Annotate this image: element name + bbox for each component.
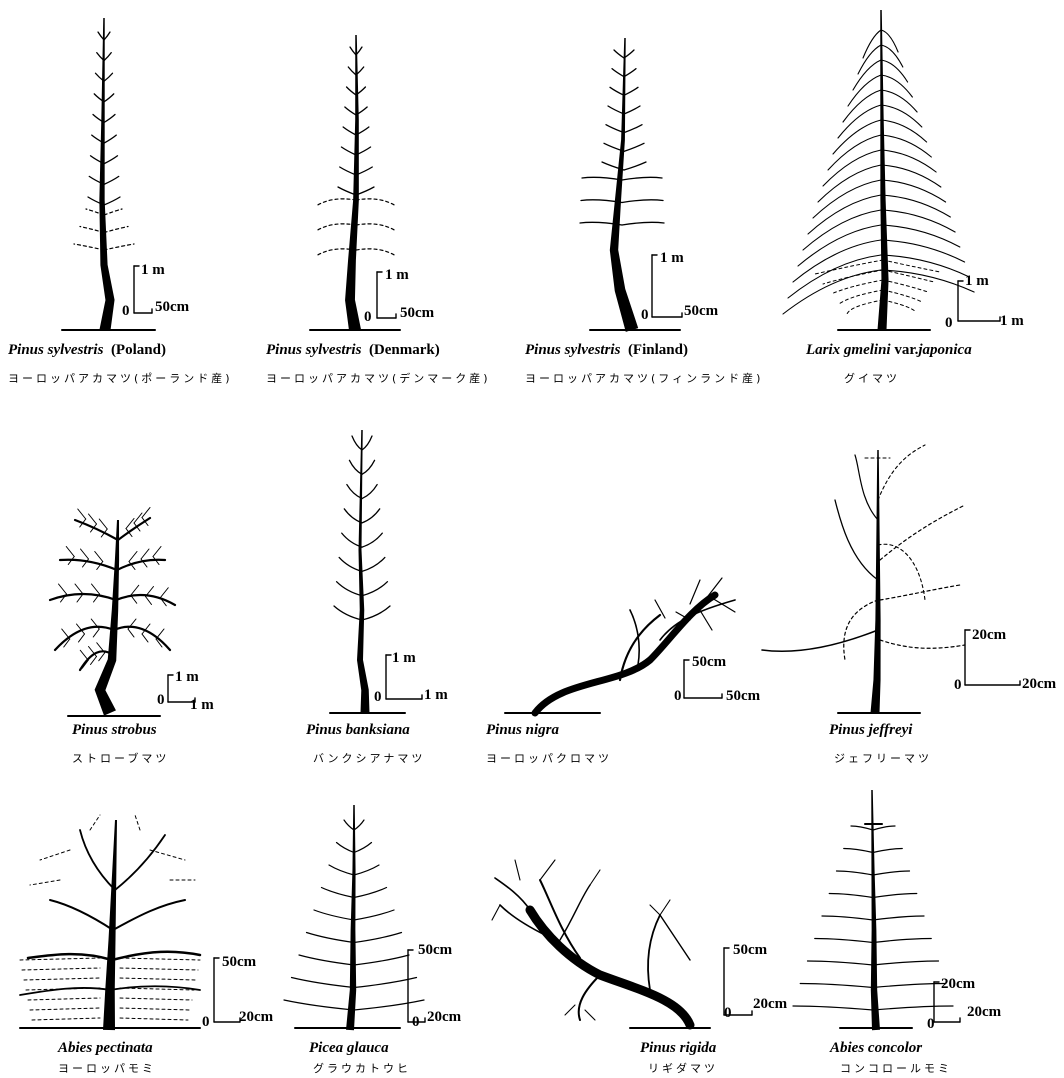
scale-vertical-label-p7: 50cm: [692, 655, 726, 670]
japanese-name-pinus-strobus: ストローブマツ: [72, 753, 169, 764]
scale-vertical-label-p3: 1 m: [660, 251, 684, 266]
japanese-name-pinus-sylvestris-poland: ヨーロッパアカマツ(ポーランド産): [8, 373, 233, 384]
scale-horizontal-label-p9: 20cm: [239, 1010, 273, 1025]
scale-origin-p7: 0: [674, 689, 682, 704]
scale-origin-p6: 0: [374, 690, 382, 705]
species-name-pinus-jeffreyi: Pinus jeffreyi: [829, 723, 912, 738]
scale-origin-p10: 0: [412, 1015, 420, 1030]
scale-origin-p2: 0: [364, 310, 372, 325]
scale-origin-p3: 0: [641, 308, 649, 323]
species-name-pinus-rigida: Pinus rigida: [640, 1041, 716, 1056]
scale-horizontal-label-p10: 20cm: [427, 1010, 461, 1025]
species-name-pinus-sylvestris-finland: Pinus sylvestris (Finland): [525, 343, 688, 358]
species-name-abies-pectinata: Abies pectinata: [58, 1041, 153, 1056]
scale-origin-p12: 0: [927, 1017, 935, 1032]
tree-drawing-p12: [793, 790, 960, 1030]
scale-vertical-label-p12: 20cm: [941, 977, 975, 992]
tree-drawing-p5: [50, 508, 195, 717]
scale-origin-p9: 0: [202, 1015, 210, 1030]
species-name-pinus-sylvestris-poland: Pinus sylvestris (Poland): [8, 343, 166, 358]
scale-vertical-label-p5: 1 m: [175, 670, 199, 685]
scale-vertical-label-p6: 1 m: [392, 651, 416, 666]
scale-origin-p8: 0: [954, 678, 962, 693]
scale-origin-p1: 0: [122, 304, 130, 319]
scale-horizontal-label-p6: 1 m: [424, 688, 448, 703]
japanese-name-pinus-rigida: リギダマツ: [648, 1063, 718, 1074]
tree-drawing-p9: [20, 815, 240, 1030]
species-name-larix-gmelini: Larix gmelini var.japonica: [806, 343, 972, 358]
tree-drawing-p10: [284, 805, 425, 1030]
scale-origin-p11: 0: [724, 1006, 732, 1021]
scale-origin-p4: 0: [945, 316, 953, 331]
scale-origin-p5: 0: [157, 693, 165, 708]
japanese-name-pinus-banksiana: バンクシアナマツ: [313, 753, 425, 764]
tree-drawing-p6: [330, 430, 422, 713]
species-name-pinus-nigra: Pinus nigra: [486, 723, 559, 738]
scale-horizontal-label-p11: 20cm: [753, 997, 787, 1012]
tree-drawing-p2: [310, 35, 400, 331]
scale-vertical-label-p2: 1 m: [385, 268, 409, 283]
species-name-picea-glauca: Picea glauca: [309, 1041, 389, 1056]
japanese-name-abies-pectinata: ヨーロッパモミ: [58, 1063, 156, 1074]
species-name-abies-concolor: Abies concolor: [830, 1041, 922, 1056]
scale-vertical-label-p11: 50cm: [733, 943, 767, 958]
japanese-name-pinus-sylvestris-finland: ヨーロッパアカマツ(フィンランド産): [525, 373, 763, 384]
scale-vertical-label-p9: 50cm: [222, 955, 256, 970]
scale-horizontal-label-p3: 50cm: [684, 304, 718, 319]
species-name-pinus-sylvestris-denmark: Pinus sylvestris (Denmark): [266, 343, 440, 358]
scale-horizontal-label-p4: 1 m: [1000, 314, 1024, 329]
scale-vertical-label-p8: 20cm: [972, 628, 1006, 643]
scale-horizontal-label-p12: 20cm: [967, 1005, 1001, 1020]
japanese-name-larix-gmelini: グイマツ: [844, 373, 900, 384]
tree-drawing-p11: [492, 860, 752, 1028]
scale-vertical-label-p4: 1 m: [965, 274, 989, 289]
species-name-pinus-banksiana: Pinus banksiana: [306, 723, 410, 738]
japanese-name-abies-concolor: コンコロールモミ: [840, 1063, 952, 1074]
japanese-name-pinus-sylvestris-denmark: ヨーロッパアカマツ(デンマーク産): [266, 373, 491, 384]
scale-vertical-label-p10: 50cm: [418, 943, 452, 958]
scale-horizontal-label-p7: 50cm: [726, 689, 760, 704]
tree-drawing-p1: [62, 18, 155, 331]
scale-horizontal-label-p5: 1 m: [190, 698, 214, 713]
tree-drawing-p8: [762, 445, 1020, 713]
species-name-pinus-strobus: Pinus strobus: [72, 723, 157, 738]
scale-horizontal-label-p8: 20cm: [1022, 677, 1056, 692]
scale-vertical-label-p1: 1 m: [141, 263, 165, 278]
japanese-name-pinus-nigra: ヨーロッパクロマツ: [486, 753, 612, 764]
japanese-name-pinus-jeffreyi: ジェフリーマツ: [834, 753, 932, 764]
tree-drawing-p3: [580, 38, 682, 332]
scale-horizontal-label-p2: 50cm: [400, 306, 434, 321]
japanese-name-picea-glauca: グラウカトウヒ: [313, 1063, 411, 1074]
tree-drawing-p7: [505, 578, 735, 713]
tree-drawings: [20, 10, 1020, 1030]
scale-horizontal-label-p1: 50cm: [155, 300, 189, 315]
